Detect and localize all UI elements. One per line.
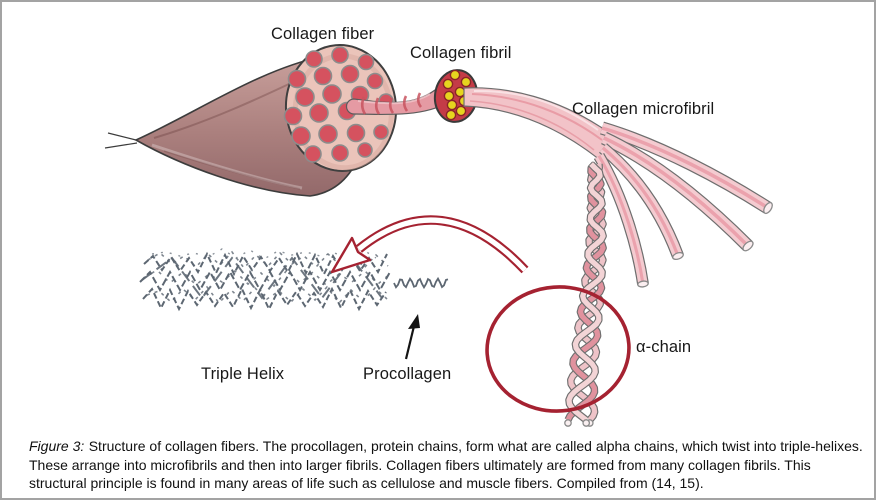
microfibril-tubes [593, 121, 773, 288]
alpha-chain-circle-annotation [485, 285, 631, 413]
label-alpha-chain: α-chain [636, 338, 692, 356]
label-collagen-microfibril: Collagen microfibril [572, 100, 715, 118]
figure-caption-number: Figure 3: [29, 438, 85, 454]
label-collagen-fibril: Collagen fibril [410, 44, 512, 62]
microfibril-dots-in-fibril [442, 69, 472, 121]
label-collagen-fiber: Collagen fiber [271, 25, 375, 43]
curved-formation-arrow [330, 215, 529, 274]
label-triple-helix: Triple Helix [201, 365, 285, 383]
figure-caption: Figure 3:Structure of collagen fibers. T… [29, 437, 867, 493]
figure-caption-text: Structure of collagen fibers. The procol… [29, 438, 863, 492]
fibril-dots-in-fiber [283, 46, 394, 163]
collagen-fiber-drawing [104, 44, 398, 197]
collagen-fibril-drawing [345, 69, 479, 123]
procollagen-pointer-arrow [404, 314, 420, 360]
label-procollagen: Procollagen [363, 365, 452, 383]
fibril-stripes [360, 92, 423, 115]
procollagen-squiggle [393, 276, 449, 290]
triple-helix-sketch [139, 248, 392, 312]
microfibril-bundle-drawing [463, 87, 773, 288]
